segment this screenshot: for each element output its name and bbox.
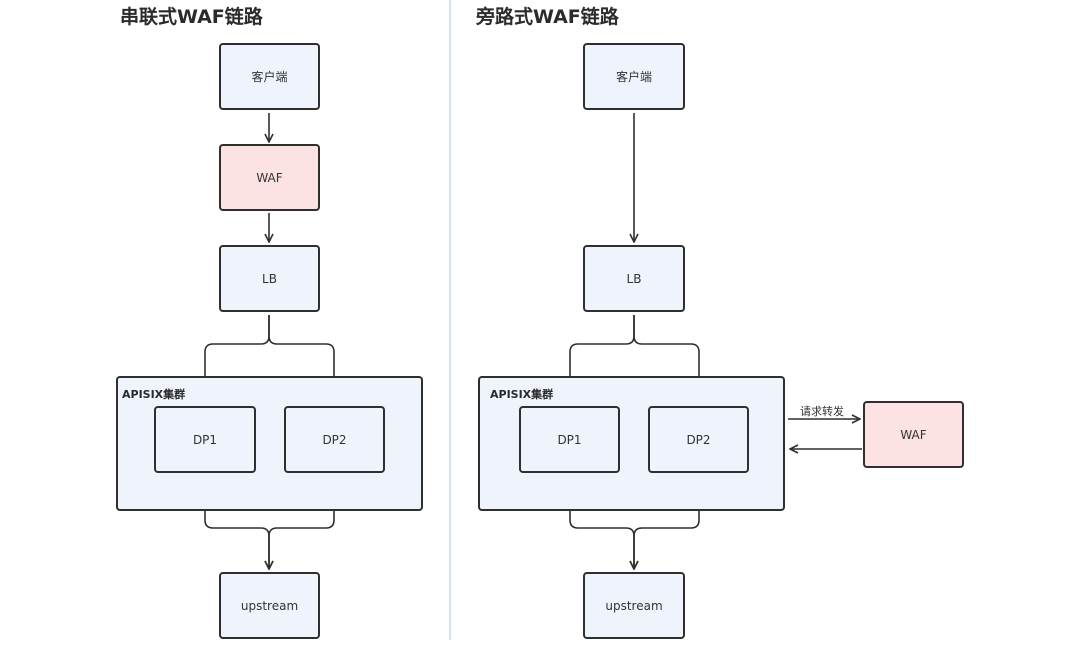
- left-panel-title: 串联式WAF链路: [120, 6, 263, 28]
- edge-lb-to-dp1-right: [570, 315, 635, 404]
- edge-dp2-to-upstream: [269, 476, 335, 569]
- edge-lb-to-dp2-right: [633, 315, 699, 404]
- right-lb-node[interactable]: LB: [583, 245, 685, 312]
- edge-dp2-to-upstream-right: [634, 476, 700, 569]
- left-client-node[interactable]: 客户端: [219, 43, 320, 110]
- right-dp2-node[interactable]: DP2: [648, 406, 749, 473]
- left-upstream-node[interactable]: upstream: [219, 572, 320, 639]
- edge-lb-to-dp1: [205, 315, 270, 404]
- left-waf-node[interactable]: WAF: [219, 144, 320, 211]
- edge-dp1-to-upstream-right: [569, 476, 634, 569]
- right-panel-title: 旁路式WAF链路: [476, 6, 619, 28]
- right-upstream-node[interactable]: upstream: [583, 572, 685, 639]
- left-dp2-node[interactable]: DP2: [284, 406, 385, 473]
- edge-lb-to-dp2: [268, 315, 334, 404]
- request-forward-label: 请求转发: [800, 405, 844, 418]
- left-cluster-label: APISIX集群: [122, 388, 186, 401]
- left-dp1-node[interactable]: DP1: [154, 406, 256, 473]
- right-client-node[interactable]: 客户端: [583, 43, 685, 110]
- right-dp1-node[interactable]: DP1: [519, 406, 620, 473]
- left-lb-node[interactable]: LB: [219, 245, 320, 312]
- right-cluster-label: APISIX集群: [490, 388, 554, 401]
- edge-dp1-to-upstream: [204, 476, 269, 569]
- right-waf-node[interactable]: WAF: [863, 401, 964, 468]
